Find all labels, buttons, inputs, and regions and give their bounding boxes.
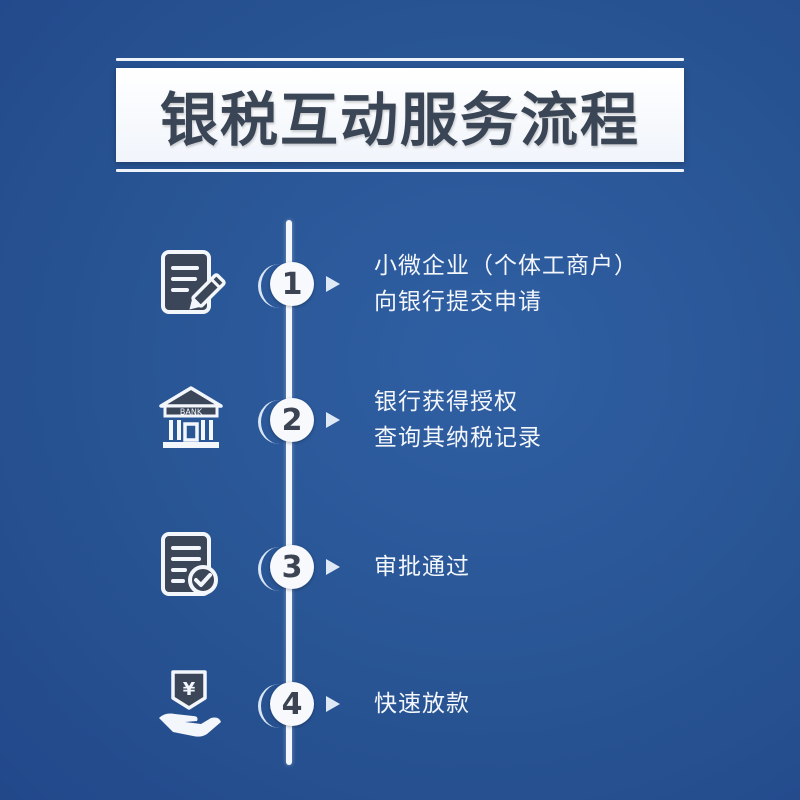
arrow-right-icon bbox=[326, 276, 340, 292]
step-description: 银行获得授权 查询其纳税记录 bbox=[374, 384, 542, 456]
svg-text:BANK: BANK bbox=[180, 408, 203, 417]
step-3: 3 审批通过 bbox=[0, 522, 800, 612]
hand-yuan-icon: ¥ bbox=[155, 668, 227, 740]
document-edit-icon bbox=[155, 248, 227, 320]
bank-building-icon: BANK bbox=[155, 384, 227, 456]
step-number: 3 bbox=[270, 545, 314, 589]
page-title: 银税互动服务流程 bbox=[159, 86, 640, 154]
title-banner: 银税互动服务流程 bbox=[116, 58, 684, 172]
step-number: 4 bbox=[270, 682, 314, 726]
step-line: 向银行提交申请 bbox=[374, 289, 542, 315]
step-number-badge: 4 bbox=[258, 682, 328, 730]
step-line: 查询其纳税记录 bbox=[374, 425, 542, 451]
arrow-right-icon bbox=[326, 696, 340, 712]
title-box: 银税互动服务流程 bbox=[116, 68, 684, 162]
badge-arc bbox=[258, 684, 301, 728]
step-line: 快速放款 bbox=[374, 691, 470, 717]
step-number-badge: 1 bbox=[258, 262, 328, 310]
badge-arc bbox=[258, 547, 301, 591]
step-description: 审批通过 bbox=[374, 549, 470, 585]
step-line: 银行获得授权 bbox=[374, 389, 518, 415]
step-number: 2 bbox=[270, 398, 314, 442]
step-description: 小微企业（个体工商户） 向银行提交申请 bbox=[374, 248, 638, 320]
step-number: 1 bbox=[270, 262, 314, 306]
step-2: BANK 2 银行获得授权 查询其纳税记录 bbox=[0, 378, 800, 468]
step-line: 审批通过 bbox=[374, 554, 470, 580]
step-number-badge: 3 bbox=[258, 545, 328, 593]
arrow-right-icon bbox=[326, 559, 340, 575]
step-4: ¥ 4 快速放款 bbox=[0, 660, 800, 750]
step-number-badge: 2 bbox=[258, 398, 328, 446]
svg-text:¥: ¥ bbox=[183, 679, 196, 700]
title-top-rule bbox=[116, 58, 684, 61]
badge-arc bbox=[258, 264, 301, 308]
badge-arc bbox=[258, 400, 301, 444]
timeline-line bbox=[286, 220, 292, 765]
step-1: 1 小微企业（个体工商户） 向银行提交申请 bbox=[0, 242, 800, 332]
title-bottom-rule bbox=[116, 169, 684, 172]
document-check-icon bbox=[155, 530, 227, 602]
arrow-right-icon bbox=[326, 412, 340, 428]
step-description: 快速放款 bbox=[374, 686, 470, 722]
step-line: 小微企业（个体工商户） bbox=[374, 253, 638, 279]
